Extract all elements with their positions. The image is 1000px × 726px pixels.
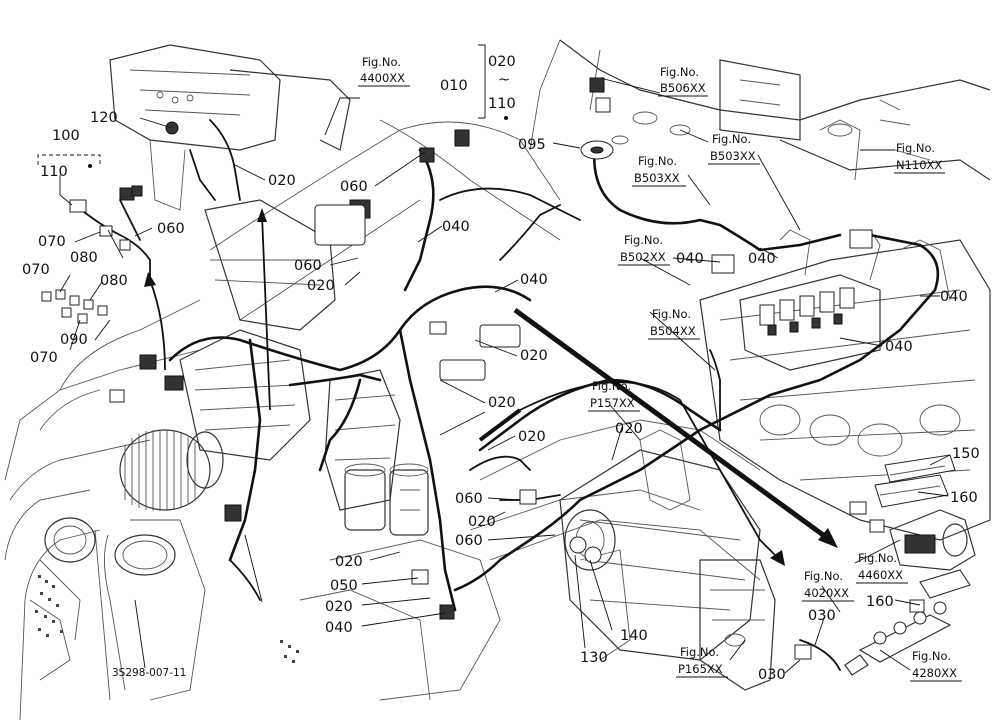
svg-text:4020XX: 4020XX	[804, 586, 849, 600]
svg-text:Fig.No.: Fig.No.	[804, 569, 843, 583]
label-020: 020	[488, 54, 516, 70]
label-030: 030	[758, 667, 786, 683]
label-060: 060	[340, 179, 368, 195]
label-020: 020	[518, 429, 546, 445]
svg-text:Fig.No.: Fig.No.	[638, 154, 677, 168]
label-100: 100	[52, 128, 80, 144]
label-060: 060	[294, 258, 322, 274]
label-080: 070	[22, 262, 50, 278]
group-bracket-100	[37, 154, 101, 206]
label-030: 030	[808, 608, 836, 624]
label-020: 020	[615, 421, 643, 437]
svg-text:B503XX: B503XX	[710, 149, 756, 163]
label-160: 160	[866, 594, 894, 610]
fig-ref-4020XX: Fig.No. 4020XX	[802, 569, 854, 602]
label-160: 160	[950, 490, 978, 506]
svg-text:Fig.No.: Fig.No.	[362, 55, 401, 69]
direction-arrows	[144, 208, 838, 566]
label-020: 020	[488, 395, 516, 411]
svg-text:Fig.No.: Fig.No.	[680, 645, 719, 659]
label-020: 020	[335, 554, 363, 570]
label-130: 130	[580, 650, 608, 666]
label-020: 020	[268, 173, 296, 189]
svg-text:Fig.No.: Fig.No.	[660, 65, 699, 79]
svg-text:Fig.No.: Fig.No.	[896, 141, 935, 155]
drawing-ref-code: 3S298-007-11	[112, 667, 186, 679]
label-060: 060	[455, 491, 483, 507]
fig-ref-4400XX: Fig.No. 4400XX	[358, 55, 410, 87]
label-040: 040	[940, 289, 968, 305]
label-040: 040	[885, 339, 913, 355]
label-080: 080	[70, 250, 98, 266]
svg-text:N110XX: N110XX	[896, 158, 942, 172]
svg-text:4400XX: 4400XX	[360, 71, 405, 85]
fig-ref-B503XX-b: Fig.No. B503XX	[632, 154, 686, 187]
label-040: 040	[676, 251, 704, 267]
actuator-drawing	[889, 509, 976, 571]
svg-text:B506XX: B506XX	[660, 81, 706, 95]
svg-text:P165XX: P165XX	[678, 662, 723, 676]
part-number-labels: 100 110 120 060 070 080 080 070 090 070 …	[22, 54, 980, 683]
label-040: 040	[520, 272, 548, 288]
svg-text:B502XX: B502XX	[620, 250, 666, 264]
svg-text:Fig.No.: Fig.No.	[652, 307, 691, 321]
label-110: 110	[40, 164, 68, 180]
label-010: 010	[440, 78, 468, 94]
svg-text:Fig.No.: Fig.No.	[592, 379, 631, 393]
fig-ref-N110XX: Fig.No. N110XX	[894, 141, 945, 174]
label-020: 020	[468, 514, 496, 530]
group-bracket-010	[478, 44, 508, 120]
fig-ref-P165XX: Fig.No. P165XX	[676, 645, 728, 678]
label-070: 070	[38, 234, 66, 250]
svg-text:P157XX: P157XX	[590, 396, 635, 410]
leader-lines	[59, 77, 951, 674]
label-090: 090	[60, 332, 88, 348]
fig-ref-4460XX: Fig.No. 4460XX	[856, 551, 908, 584]
svg-text:Fig.No.: Fig.No.	[624, 233, 663, 247]
svg-text:Fig.No.: Fig.No.	[712, 132, 751, 146]
rail-drawing	[844, 601, 952, 676]
svg-text:B503XX: B503XX	[634, 171, 680, 185]
svg-text:4280XX: 4280XX	[912, 666, 957, 680]
label-120: 120	[90, 110, 118, 126]
fig-ref-4280XX: Fig.No. 4280XX	[910, 649, 962, 682]
background-line-art	[4, 39, 991, 721]
label-070: 070	[30, 350, 58, 366]
label-140: 140	[620, 628, 648, 644]
grille-pattern	[35, 575, 299, 663]
svg-text:Fig.No.: Fig.No.	[858, 551, 897, 565]
valve-block-drawing	[739, 229, 881, 371]
label-020: 020	[325, 599, 353, 615]
label-040: 040	[748, 251, 776, 267]
fig-ref-P157XX: Fig.No. P157XX	[588, 379, 640, 412]
fig-ref-B506XX: Fig.No. B506XX	[658, 65, 708, 97]
svg-text:B504XX: B504XX	[650, 324, 696, 338]
label-150: 150	[952, 446, 980, 462]
label-050: 050	[330, 578, 358, 594]
label-040: 040	[442, 219, 470, 235]
label-020: 020	[307, 278, 335, 294]
wiring-harness	[41, 77, 940, 671]
label-020: 020	[520, 348, 548, 364]
fig-ref-B503XX-a: Fig.No. B503XX	[708, 132, 760, 165]
label-040: 040	[325, 620, 353, 636]
fig-ref-B504XX: Fig.No. B504XX	[648, 307, 700, 340]
label-tilde: ~	[498, 72, 510, 88]
label-060: 060	[455, 533, 483, 549]
alternator-drawing	[119, 429, 224, 511]
fig-ref-B502XX: Fig.No. B502XX	[618, 233, 670, 266]
label-110: 110	[488, 96, 516, 112]
label-070: 080	[100, 273, 128, 289]
figure-references: Fig.No. 4400XX Fig.No. B506XX Fig.No. B5…	[358, 55, 962, 682]
svg-text:Fig.No.: Fig.No.	[912, 649, 951, 663]
label-060: 060	[157, 221, 185, 237]
svg-text:4460XX: 4460XX	[858, 568, 903, 582]
label-095: 095	[518, 137, 546, 153]
